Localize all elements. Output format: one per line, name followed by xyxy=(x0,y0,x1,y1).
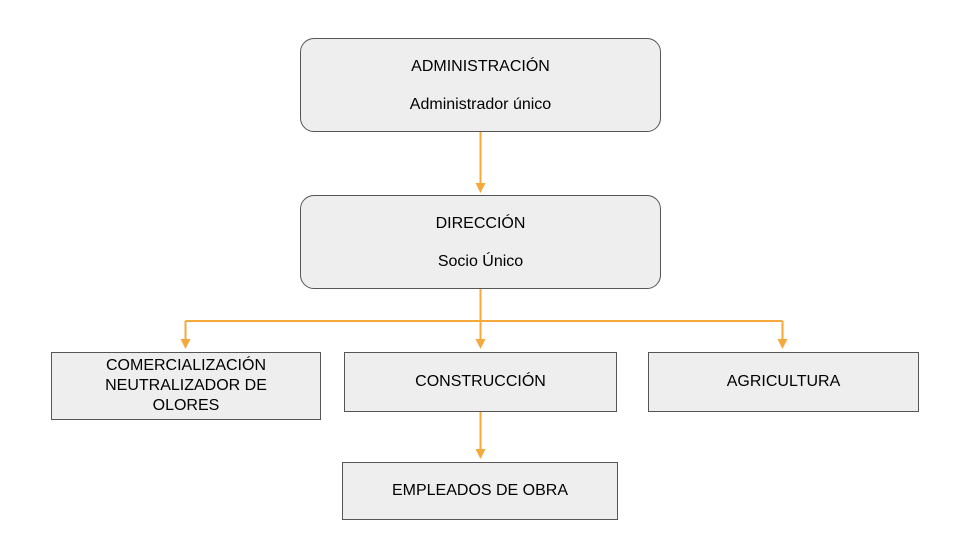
node-administracion-subtitle: Administrador único xyxy=(409,96,552,113)
node-comercializacion: COMERCIALIZACIÓN NEUTRALIZADOR DE OLORES xyxy=(51,352,321,420)
node-direccion-subtitle: Socio Único xyxy=(437,253,524,270)
node-construccion-label: CONSTRUCCIÓN xyxy=(415,373,546,390)
node-direccion: DIRECCIÓN Socio Único xyxy=(300,195,661,289)
node-administracion: ADMINISTRACIÓN Administrador único xyxy=(300,38,661,132)
node-agricultura-label: AGRICULTURA xyxy=(726,373,841,390)
node-comercializacion-label: COMERCIALIZACIÓN NEUTRALIZADOR DE OLORES xyxy=(105,357,267,414)
node-empleados-obra-label: EMPLEADOS DE OBRA xyxy=(391,482,569,499)
node-direccion-title: DIRECCIÓN xyxy=(435,215,526,232)
node-agricultura: AGRICULTURA xyxy=(648,352,919,412)
node-empleados-obra: EMPLEADOS DE OBRA xyxy=(342,462,618,520)
node-construccion: CONSTRUCCIÓN xyxy=(344,352,617,412)
node-administracion-title: ADMINISTRACIÓN xyxy=(411,58,550,75)
